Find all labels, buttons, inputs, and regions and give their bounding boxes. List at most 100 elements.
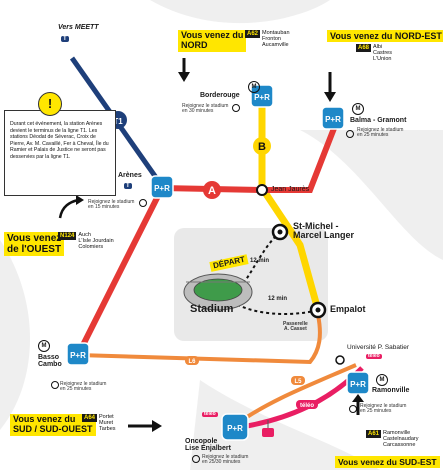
town: Albi: [373, 44, 383, 50]
meett-tram-badge: T: [61, 36, 69, 43]
walk-path-2: [231, 301, 319, 315]
station-label-borderouge: Borderouge: [200, 92, 240, 99]
parking-ramonville-badge: P+R: [346, 371, 370, 395]
town: Ramonville: [383, 430, 411, 436]
line-a-badge-text: A: [208, 185, 216, 197]
town: Auch: [78, 232, 91, 238]
parking-borderouge-text: P+R: [254, 93, 270, 102]
parking-basso-text: P+R: [70, 351, 86, 360]
arrows: [58, 58, 364, 432]
passerelle-label: Passerelle A. Casset: [283, 321, 308, 333]
metro-badge-balma: M: [352, 103, 364, 115]
note-ramonville: Rejoignez le stadium en 25 minutes: [360, 403, 407, 415]
direction-sud-est: Vous venez du SUD-EST: [335, 456, 440, 468]
stadium-illustration: [183, 273, 253, 311]
line-teleo-badge-text: téléo: [300, 403, 314, 409]
t1-closure-notice-text: Durant cet événement, la station Arènes …: [10, 121, 109, 160]
direction-sud-ouest: Vous venez du SUD / SUD-OUEST: [10, 414, 96, 436]
metro-badge-basso: M: [38, 340, 50, 352]
station-label-balma: Balma - Gramont: [350, 117, 407, 124]
line-t1-badge-text: T1: [113, 117, 123, 126]
highway-nord-towns: Montauban Fronton Aucamville: [262, 30, 290, 48]
highway-sud-est-badge: A61: [366, 430, 382, 438]
town: Muret: [99, 420, 114, 427]
town: Carcassonne: [383, 442, 416, 449]
clock-icon-balma: [346, 130, 354, 138]
line-a-badge: A: [203, 181, 221, 199]
clock-icon-borderouge: [232, 104, 240, 112]
arenes-tram-badge: T: [124, 183, 132, 190]
highway-sud-est: A61 Ramonville Castelnaudary Carcassonne: [366, 430, 418, 448]
parking-arenes-badge: P+R: [150, 175, 174, 199]
note-balma: Rejoignez le stadium en 25 minutes: [357, 127, 404, 139]
cable-car-cabin-icon: [262, 420, 274, 437]
station-universite-dot: [335, 355, 345, 365]
clock-icon-ramonville: [349, 405, 357, 413]
stadium-label: Stadium: [190, 303, 234, 315]
parking-basso-badge: P+R: [66, 342, 90, 366]
town: Castelnaudary: [383, 436, 419, 443]
line-l6-badge-text: L6: [188, 359, 196, 365]
highway-sud-est-towns: Ramonville Castelnaudary Carcassonne: [383, 430, 418, 448]
highway-ouest: N124 Auch L'Isle Jourdain Colomiers: [58, 232, 114, 250]
parking-balma-text: P+R: [325, 115, 341, 124]
highway-nord-est-towns: Albi Castres L'Union: [373, 44, 392, 62]
note-basso: Rejoignez le stadium en 25 minutes: [60, 381, 107, 393]
clock-icon-basso: [51, 381, 59, 389]
station-label-universite: Université P. Sabatier: [347, 344, 410, 351]
clock-icon-oncopole: [192, 455, 200, 463]
parking-badges: P+R P+R P+R P+R P+R P+R: [66, 84, 370, 441]
line-l5-badge: L5: [291, 376, 305, 385]
town: L'Isle Jourdain: [78, 238, 114, 245]
town: Fronton: [262, 36, 281, 43]
town: Montauban: [262, 30, 290, 36]
highway-sud-ouest-badge: A64: [82, 414, 98, 422]
station-label-empalot: Empalot: [330, 304, 366, 314]
town: Tarbes: [99, 426, 116, 433]
walk-time-1: 12 min: [250, 258, 270, 264]
direction-nord: Vous venez du NORD: [178, 30, 247, 52]
station-circles: [256, 184, 345, 365]
line-b-badge: B: [253, 137, 271, 155]
parking-ramonville-text: P+R: [350, 380, 366, 389]
note-arenes: Rejoignez le stadium en 15 minutes: [88, 199, 135, 211]
town: Castres: [373, 50, 392, 57]
station-label-ramonville: Ramonville: [372, 387, 410, 394]
station-label-saint-michel: St-Michel - Marcel Langer: [293, 221, 355, 241]
walk-time-2: 12 min: [268, 296, 288, 302]
station-label-oncopole: Oncopole Lise Enjalbert: [185, 438, 231, 453]
metro-badge-ramonville: M: [376, 374, 388, 386]
highway-ouest-badge: N124: [58, 232, 77, 240]
town: L'Union: [373, 56, 392, 63]
highway-ouest-towns: Auch L'Isle Jourdain Colomiers: [78, 232, 113, 250]
highway-sud-ouest-towns: Portet Muret Tarbes: [99, 414, 116, 432]
warning-icon: !: [38, 92, 62, 116]
line-teleo-badge: téléo: [296, 400, 318, 409]
note-borderouge: Rejoignez le stadium en 30 minutes: [182, 103, 229, 115]
line-l6-badge: L6: [185, 356, 199, 365]
parking-oncopole-badge: P+R: [221, 413, 249, 441]
direction-ouest: Vous venez de l'OUEST: [4, 232, 65, 256]
line-l6-track: [77, 314, 322, 365]
station-label-jean-jaures: Jean Jaurès: [271, 186, 310, 193]
direction-nord-est: Vous venez du NORD-EST: [327, 30, 443, 42]
line-b-badge-text: B: [258, 141, 266, 153]
parking-oncopole-text: P+R: [227, 424, 243, 433]
line-l5-badge-text: L5: [294, 379, 302, 385]
clock-icons: [51, 104, 357, 463]
metro-badge-borderouge: M: [248, 81, 260, 93]
clock-icon-arenes: [139, 199, 147, 207]
highway-nord-est: A68 Albi Castres L'Union: [356, 44, 392, 62]
station-label-arenes: Arènes: [118, 172, 142, 179]
highway-nord-est-badge: A68: [356, 44, 372, 52]
oncopole-teleo-badge: téléo: [202, 411, 218, 418]
note-oncopole: Rejoignez le stadium en 25/30 minutes: [202, 454, 249, 466]
highway-nord-badge: A62: [245, 30, 261, 38]
station-jean-jaures-dot: [256, 184, 268, 196]
stadium-zone: [174, 228, 328, 341]
t1-closure-notice: Durant cet événement, la station Arènes …: [4, 110, 116, 196]
town: Aucamville: [262, 42, 289, 49]
station-label-meett: Vers MEETT: [58, 24, 99, 31]
